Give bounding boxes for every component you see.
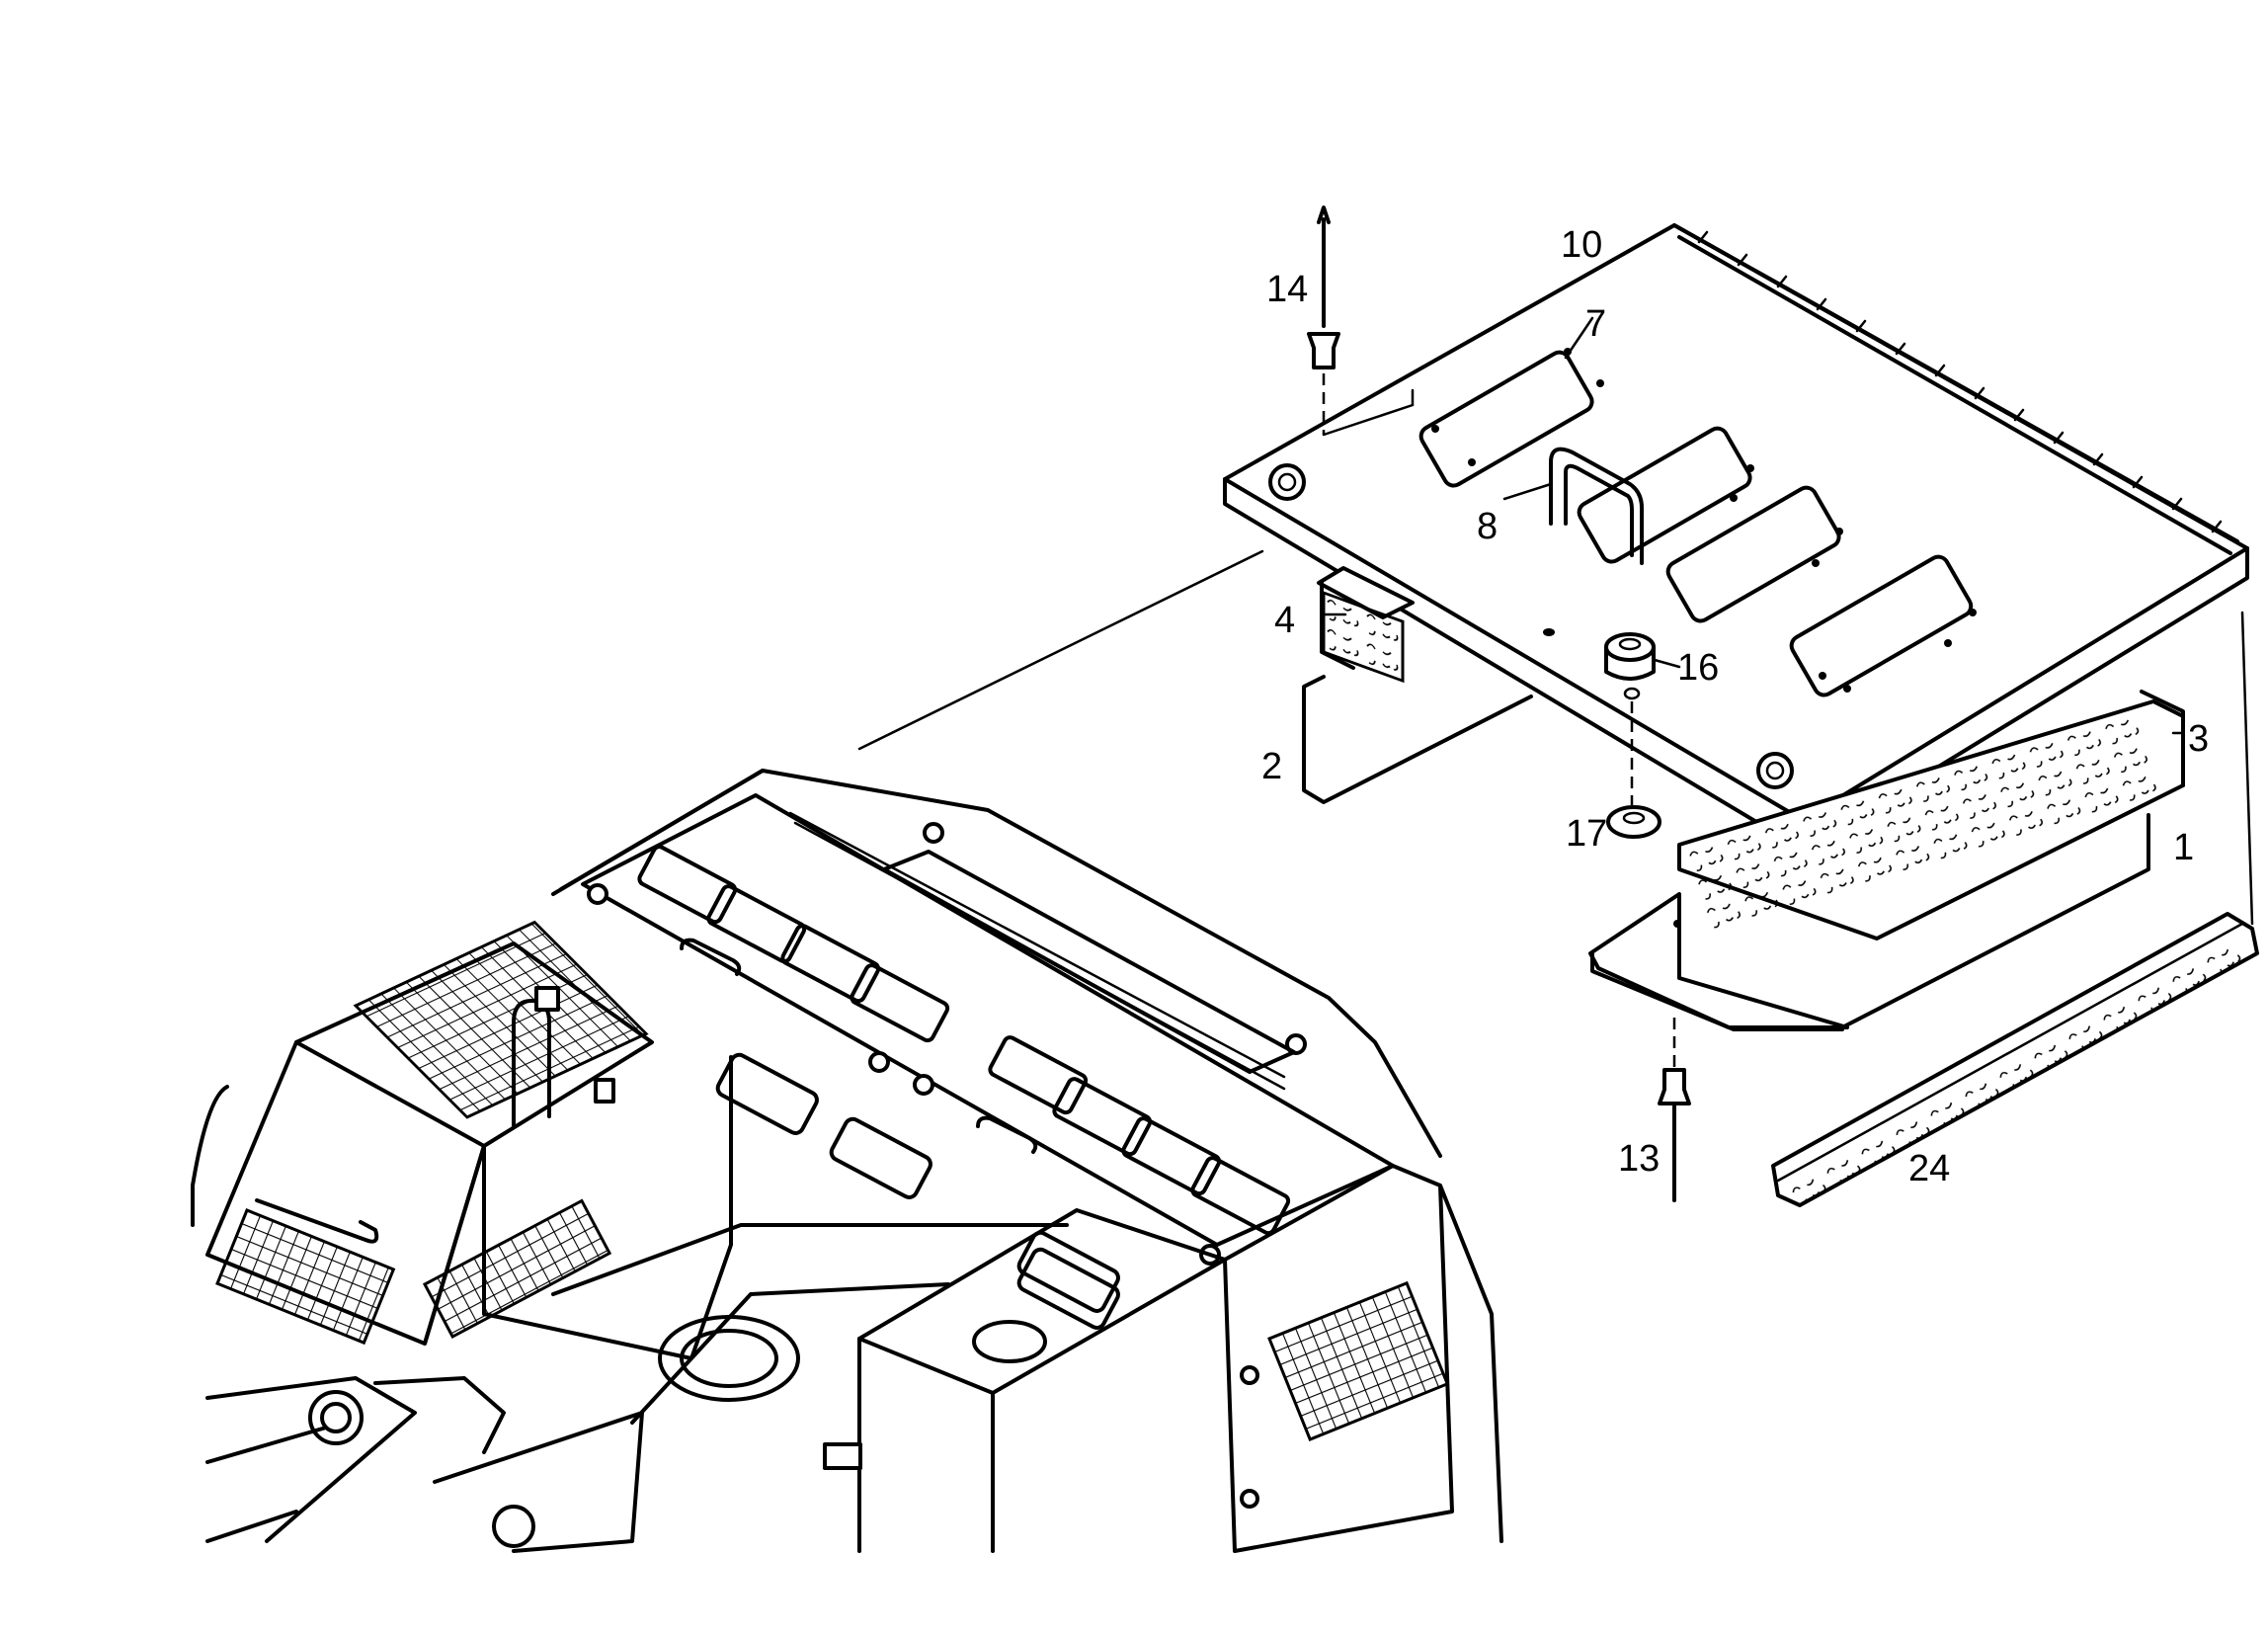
cap-box-opening bbox=[1016, 1247, 1120, 1330]
bottom-plate-hole bbox=[1673, 920, 1681, 928]
grommet-left bbox=[1268, 463, 1306, 501]
rivet-13-head bbox=[1658, 1068, 1691, 1105]
top-mesh-grille bbox=[353, 920, 649, 1119]
front-mesh-grille bbox=[215, 1208, 396, 1346]
grommet-right-inner bbox=[1765, 761, 1785, 780]
boom-pivot bbox=[308, 1390, 364, 1445]
housing-u-handle bbox=[512, 999, 551, 1128]
top-deck bbox=[581, 793, 1395, 1247]
part-labels: 10 7 14 8 4 16 3 2 17 1 13 24 bbox=[1261, 224, 2209, 1189]
pad-1-edge bbox=[1840, 813, 2150, 1029]
cap-box-clip bbox=[823, 1442, 862, 1470]
seal-reference-line bbox=[2240, 611, 2254, 926]
bottom-plate-edge bbox=[1590, 951, 1844, 1031]
rear-panel bbox=[882, 850, 1296, 1074]
bracket-2 bbox=[1302, 675, 1533, 804]
boom-pivot-inner bbox=[320, 1402, 352, 1433]
panel-cutouts bbox=[1418, 350, 1974, 697]
lower-pivot bbox=[492, 1505, 535, 1548]
filler-neck-inner bbox=[680, 1329, 778, 1388]
label-7: 7 bbox=[1585, 303, 1606, 345]
filler-neck-outer bbox=[658, 1315, 800, 1402]
cap-box-sides bbox=[857, 1337, 995, 1553]
leader-lines bbox=[1322, 316, 2185, 735]
grommet-right bbox=[1756, 752, 1794, 789]
housing-latch bbox=[534, 986, 560, 1012]
hinge-knuckles bbox=[1697, 230, 2223, 533]
linkage-lower bbox=[433, 1411, 644, 1553]
right-mesh-grille bbox=[1267, 1280, 1450, 1441]
bracket-4-edge bbox=[1320, 581, 1355, 670]
deck-hinge-line bbox=[788, 811, 1286, 1079]
label-14: 14 bbox=[1266, 269, 1308, 310]
foam-pad-3-texture bbox=[1684, 710, 2164, 936]
panel-handle bbox=[1549, 447, 1644, 565]
label-8: 8 bbox=[1477, 506, 1498, 547]
housing-side-rail bbox=[191, 1085, 229, 1227]
rivet-14-tip bbox=[1317, 205, 1331, 224]
label-17: 17 bbox=[1566, 813, 1607, 855]
rivet-14-leader bbox=[1322, 388, 1415, 437]
bushing-16-washer bbox=[1623, 687, 1641, 700]
side-mesh-grille bbox=[422, 1198, 612, 1340]
housing-edge bbox=[423, 1144, 486, 1346]
label-3: 3 bbox=[2188, 718, 2209, 760]
label-24: 24 bbox=[1908, 1148, 1950, 1189]
center-bar bbox=[551, 1223, 1069, 1296]
fuel-cap bbox=[972, 1320, 1047, 1363]
boom-arm-left bbox=[205, 1376, 417, 1543]
bushing-16-body bbox=[1604, 645, 1656, 681]
projection-line bbox=[857, 549, 1264, 751]
hinge-strip-lower bbox=[1677, 235, 2232, 555]
label-4: 4 bbox=[1274, 600, 1295, 641]
label-13: 13 bbox=[1618, 1138, 1660, 1180]
bottom-plate-flap bbox=[1588, 892, 1849, 1029]
hinge-strip bbox=[1672, 223, 2239, 543]
pad-3-edge bbox=[2140, 690, 2185, 787]
seal-strip-texture bbox=[1786, 938, 2246, 1207]
grommet-left-inner bbox=[1277, 472, 1297, 492]
deck-handle-right bbox=[976, 1115, 1038, 1154]
right-side-panel bbox=[1223, 1164, 1454, 1553]
roof-left-edge bbox=[559, 769, 765, 891]
seal-strip-groove bbox=[1776, 922, 2244, 1183]
deck-openings bbox=[637, 845, 1291, 1313]
bushing-16-hole bbox=[1618, 637, 1642, 651]
linkage bbox=[373, 1376, 506, 1454]
rivet-14-head bbox=[1307, 332, 1340, 369]
chassis-lines bbox=[205, 1426, 328, 1543]
panel-hole bbox=[1543, 628, 1555, 636]
panel-handle-inner bbox=[1564, 463, 1634, 557]
label-1: 1 bbox=[2173, 827, 2194, 868]
machine-body bbox=[191, 549, 1503, 1553]
cover-panel-right-edge bbox=[1801, 546, 2249, 852]
front-handle bbox=[255, 1198, 379, 1244]
label-10: 10 bbox=[1561, 224, 1602, 266]
label-2: 2 bbox=[1261, 746, 1282, 787]
label-16: 16 bbox=[1677, 647, 1719, 689]
machine-roof-outline bbox=[551, 769, 1442, 1158]
right-panel-edge bbox=[1438, 1184, 1503, 1543]
deck-handle-left bbox=[680, 938, 742, 976]
housing-catch bbox=[594, 1078, 615, 1104]
washer-17-hole bbox=[1622, 811, 1646, 825]
exploded-cover-assembly bbox=[1223, 205, 2259, 1207]
